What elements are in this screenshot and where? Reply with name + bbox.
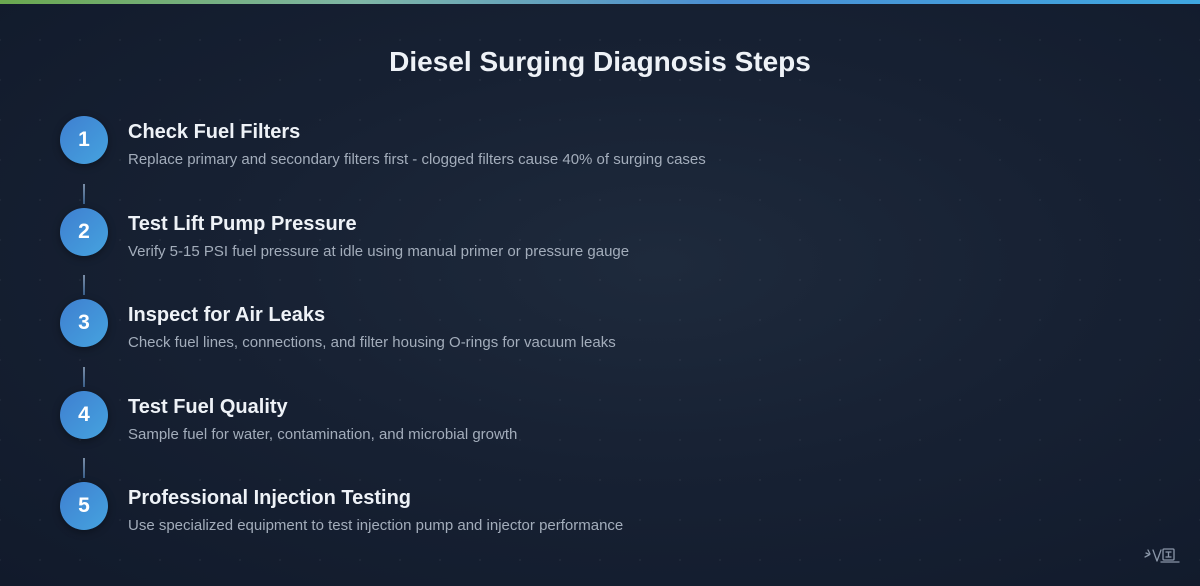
top-accent-bar [0, 0, 1200, 4]
step-title: Inspect for Air Leaks [128, 304, 326, 326]
step-number-badge: 2 [60, 208, 108, 256]
step-title: Test Lift Pump Pressure [128, 213, 357, 235]
step-description: Sample fuel for water, contamination, an… [128, 426, 518, 443]
step-connector-line [83, 275, 85, 295]
step-number-badge: 4 [60, 391, 108, 439]
step-connector-line [83, 184, 85, 204]
step-title: Professional Injection Testing [128, 487, 412, 509]
step-connector-line [83, 458, 85, 478]
step-description: Verify 5-15 PSI fuel pressure at idle us… [128, 243, 630, 260]
step-number-badge: 1 [60, 116, 108, 164]
step-item: 2 Test Lift Pump Pressure Verify 5-15 PS… [60, 208, 1140, 260]
brand-logo-icon [1144, 548, 1180, 563]
step-description: Use specialized equipment to test inject… [128, 517, 624, 534]
step-title: Test Fuel Quality [128, 396, 288, 418]
step-number-badge: 3 [60, 299, 108, 347]
step-item: 5 Professional Injection Testing Use spe… [60, 482, 1140, 534]
step-item: 1 Check Fuel Filters Replace primary and… [60, 116, 1140, 168]
step-title: Check Fuel Filters [128, 121, 301, 143]
step-number-badge: 5 [60, 482, 108, 530]
step-item: 4 Test Fuel Quality Sample fuel for wate… [60, 391, 1140, 443]
step-description: Replace primary and secondary filters fi… [128, 151, 706, 168]
page-title: Diesel Surging Diagnosis Steps [389, 46, 811, 77]
step-item: 3 Inspect for Air Leaks Check fuel lines… [60, 299, 1140, 351]
step-connector-line [83, 367, 85, 387]
step-description: Check fuel lines, connections, and filte… [128, 334, 616, 351]
